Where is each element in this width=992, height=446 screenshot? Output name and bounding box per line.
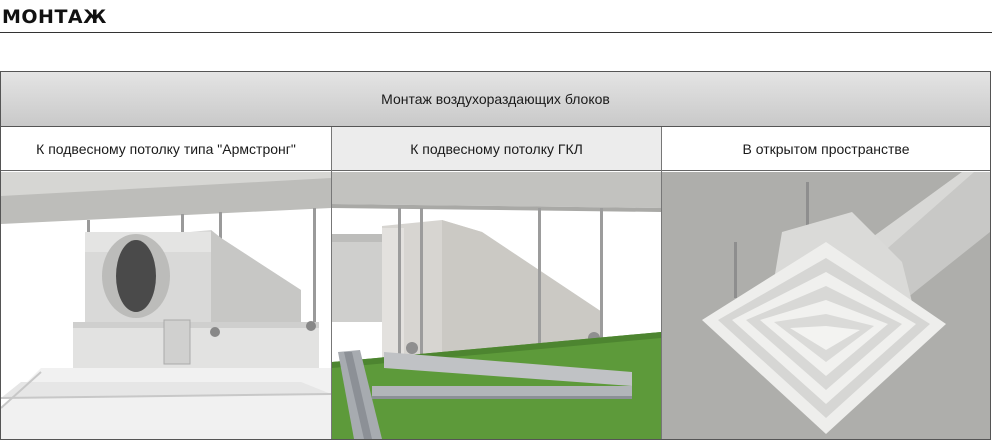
column-label-gkl: К подвесному потолку ГКЛ [410,140,583,157]
page-title: МОНТАЖ [2,6,107,28]
column-header-gkl: К подвесному потолку ГКЛ [332,127,661,171]
installation-table: Монтаж воздухораздающих блоков К подвесн… [0,71,991,440]
column-divider [661,127,662,439]
table-header-label: Монтаж воздухораздающих блоков [381,91,610,107]
table-header: Монтаж воздухораздающих блоков [1,72,990,127]
column-divider [331,127,332,439]
column-label-armstrong: К подвесному потолку типа "Армстронг" [36,140,296,157]
column-header-armstrong: К подвесному потолку типа "Армстронг" [1,127,331,171]
column-header-open-space: В открытом пространстве [662,127,990,171]
column-label-open-space: В открытом пространстве [742,140,910,157]
open-space-image [662,172,990,439]
gkl-ceiling-image [332,172,661,439]
title-divider [0,32,992,33]
armstrong-ceiling-image [1,172,331,439]
